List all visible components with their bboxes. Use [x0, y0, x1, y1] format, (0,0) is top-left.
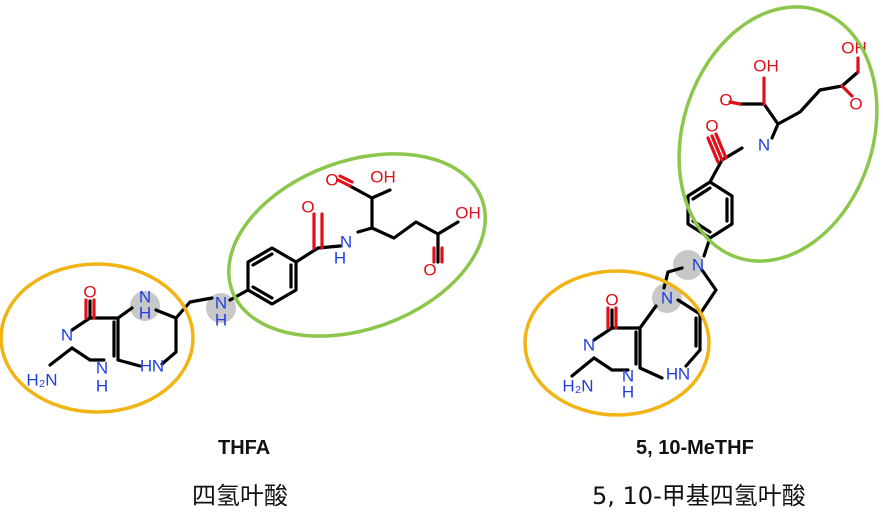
- thfa-n5-highlight: [130, 291, 160, 321]
- methf-paba-glutamate-ellipse: [677, 5, 879, 263]
- thfa-nh-top-n: N: [139, 288, 151, 307]
- methf-subtitle: 5, 10-甲基四氢叶酸: [592, 482, 806, 510]
- methf-pterin-bonds: [570, 266, 718, 380]
- thfa-h2n: H₂N: [26, 371, 57, 390]
- methf-pterin-ellipse: [523, 269, 711, 417]
- thfa-nh-bottom2-n: N: [152, 357, 164, 376]
- methf-glutamate-bonds: [738, 70, 860, 140]
- methf-n10-highlight: [673, 250, 703, 280]
- methf-structure: O N N N H₂N N H N H O N O OH O OH: [523, 5, 879, 417]
- methf-o-acid2: O: [849, 95, 862, 114]
- methf-o-acid1: O: [719, 91, 732, 110]
- thfa-benzene-bonds: [228, 244, 342, 306]
- thfa-oh2-bond: [436, 220, 460, 236]
- methf-h2n: H₂N: [562, 377, 593, 396]
- thfa-keto-bond: [84, 298, 96, 320]
- methf-n-ring: N: [583, 336, 595, 355]
- methf-n5-highlight: [652, 283, 682, 313]
- thfa-glutamate-bonds: [348, 184, 440, 264]
- thfa-o-keto: O: [83, 283, 96, 302]
- thfa-o-amide: O: [301, 198, 314, 217]
- methf-oh-acid1: OH: [753, 57, 779, 76]
- thfa-amide-o-bond: [312, 212, 324, 250]
- thfa-acid-o-bonds: [336, 174, 444, 264]
- methf-o-amide: O: [705, 117, 718, 136]
- thfa-pterin-bonds: [48, 296, 214, 368]
- thfa-h-link: H: [215, 311, 227, 330]
- methf-title: 5, 10-MeTHF: [636, 437, 754, 459]
- methf-nh-bottom2-n: N: [678, 365, 690, 384]
- thfa-nh-bottom1-n: N: [96, 359, 108, 378]
- thfa-o-acid1: O: [325, 171, 338, 190]
- methf-n-amide: N: [758, 136, 770, 155]
- thfa-h-amide: H: [334, 249, 346, 268]
- thfa-paba-glutamate-ellipse: [227, 152, 487, 338]
- thfa-nh-bottom1-h: H: [96, 377, 108, 396]
- thfa-n-amide: N: [340, 233, 352, 252]
- methf-keto-bond: [606, 306, 618, 330]
- methf-n10: N: [692, 256, 704, 275]
- thfa-subtitle: 四氢叶酸: [192, 482, 288, 510]
- thfa-nh-bottom2-h: H: [140, 357, 152, 376]
- thfa-nh-top-h: H: [139, 304, 151, 323]
- methf-acid-o-bonds: [728, 56, 860, 106]
- methf-o-keto: O: [605, 291, 618, 310]
- thfa-pterin-ellipse: [0, 262, 195, 414]
- methf-n5: N: [661, 289, 673, 308]
- thfa-oh-acid1: OH: [370, 168, 396, 187]
- methf-benzene-bonds: [686, 146, 744, 258]
- methf-nh-bottom1-n: N: [622, 367, 634, 386]
- thfa-title: THFA: [218, 437, 271, 459]
- thfa-n-link: N: [215, 294, 227, 313]
- thfa-structure: O N N H H₂N N H N H N H O N H O OH O OH: [0, 152, 487, 414]
- thfa-n-ring: N: [61, 326, 73, 345]
- methf-nh-bottom2-h: H: [666, 365, 678, 384]
- thfa-oh-acid2: OH: [455, 204, 481, 223]
- methf-amide-o-bond: [706, 132, 728, 164]
- thfa-o-acid2: O: [423, 261, 436, 280]
- methf-nh-bottom1-h: H: [622, 383, 634, 402]
